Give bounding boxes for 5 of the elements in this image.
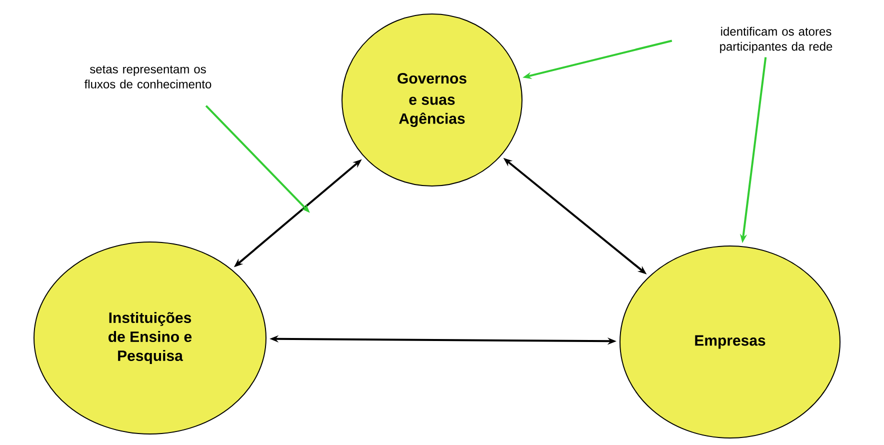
ellipse-node: Empresas xyxy=(620,246,840,438)
annotation-text: identificam os atores participantes da rede xyxy=(720,26,832,54)
ellipse-node: Governos e suas Agências xyxy=(342,14,522,186)
ellipse-node: Instituições de Ensino e Pesquisa xyxy=(34,242,266,434)
annotation-text: setas representam os fluxos de conhecimento xyxy=(84,66,212,88)
